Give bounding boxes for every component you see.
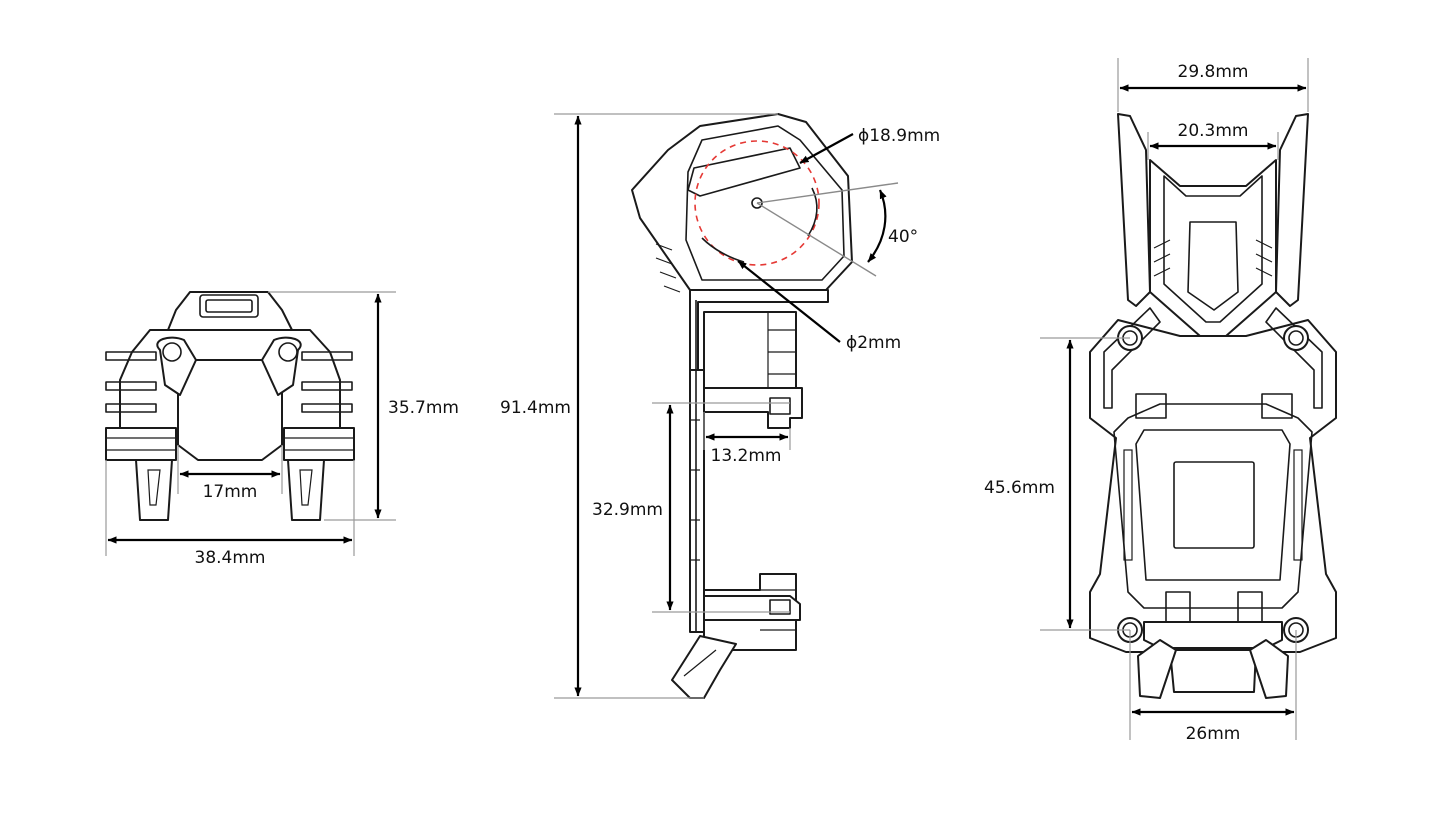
side-height-label: 91.4mm (500, 398, 571, 418)
side-hole-diameter-label: ϕ2mm (846, 333, 901, 353)
front-inner-width-label: 17mm (203, 482, 258, 502)
side-clip-height-label: 32.9mm (592, 500, 663, 520)
side-clip-depth-label: 13.2mm (711, 446, 782, 466)
back-top-outer-label: 29.8mm (1178, 62, 1249, 82)
back-top-inner-label: 20.3mm (1178, 121, 1249, 141)
front-view: 35.7mm 38.4mm 17mm (105, 291, 459, 568)
back-bottom-width-label: 26mm (1186, 724, 1241, 744)
front-height-label: 35.7mm (388, 398, 459, 418)
back-view: 29.8mm 20.3mm 45.6mm 26mm (984, 58, 1337, 744)
back-hole-spacing-label: 45.6mm (984, 478, 1055, 498)
front-outer-width-label: 38.4mm (195, 548, 266, 568)
side-circle-diameter-label: ϕ18.9mm (858, 126, 940, 146)
side-view: 91.4mm 32.9mm 13.2mm ϕ18.9mm ϕ2mm 40° (500, 113, 940, 699)
side-angle-label: 40° (888, 227, 918, 247)
